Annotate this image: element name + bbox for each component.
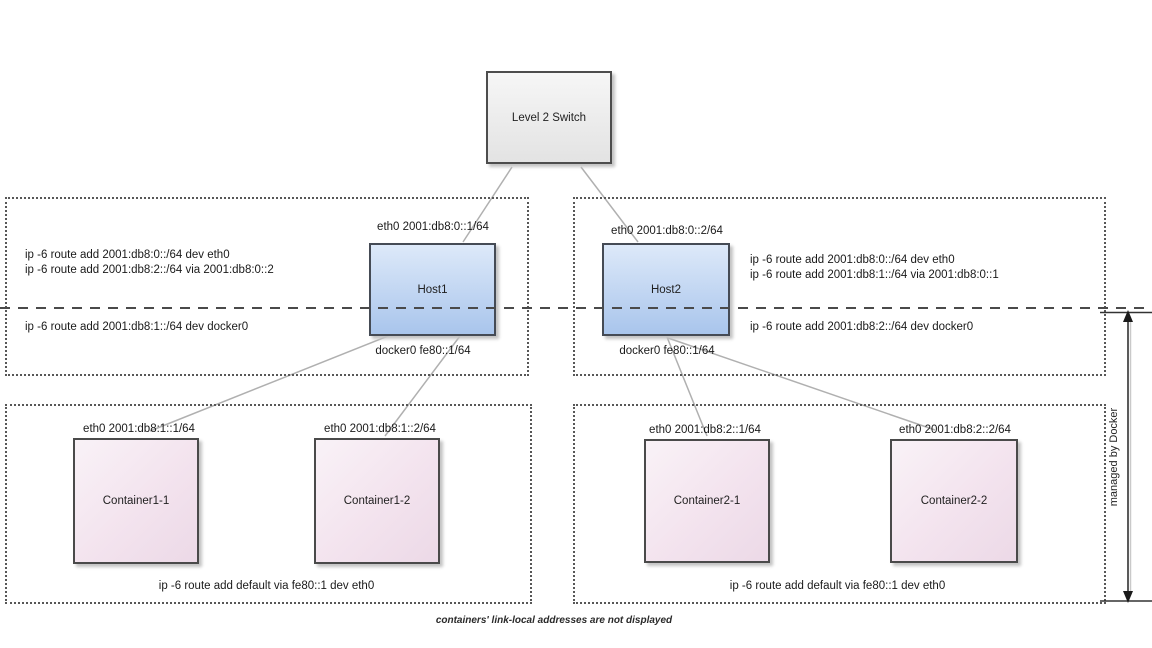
host1-region-frame xyxy=(5,197,529,376)
host2-eth0-label: eth0 2001:db8:0::2/64 xyxy=(611,225,723,237)
container2-1-label: Container2-1 xyxy=(673,495,741,507)
host2-region-frame xyxy=(573,197,1106,376)
container1-1-label: Container1-1 xyxy=(102,495,170,507)
container1-2-label: Container1-2 xyxy=(343,495,411,507)
container1-2-eth0-label: eth0 2001:db8:1::2/64 xyxy=(324,423,436,435)
host1-eth0-label: eth0 2001:db8:0::1/64 xyxy=(377,221,489,233)
route-line: ip -6 route add 2001:db8:1::/64 via 2001… xyxy=(750,268,999,281)
container2-2-label: Container2-2 xyxy=(920,495,988,507)
container2-2-eth0-label: eth0 2001:db8:2::2/64 xyxy=(899,424,1011,436)
host2-docker0-label: docker0 fe80::1/64 xyxy=(619,345,715,357)
container2-1-box: Container2-1 xyxy=(644,439,770,563)
container2-1-eth0-label: eth0 2001:db8:2::1/64 xyxy=(649,424,761,436)
containers2-region-frame xyxy=(573,404,1106,604)
containers2-default-route: ip -6 route add default via fe80::1 dev … xyxy=(729,580,946,592)
container1-1-box: Container1-1 xyxy=(73,438,199,564)
host1-label: Host1 xyxy=(417,283,448,296)
managed-arrowhead-down xyxy=(1123,591,1133,603)
route-line: ip -6 route add 2001:db8:2::/64 via 2001… xyxy=(25,263,274,276)
host1-box: Host1 xyxy=(369,243,496,336)
containers1-region-frame xyxy=(5,404,532,604)
host1-routes-above: ip -6 route add 2001:db8:0::/64 dev eth0… xyxy=(25,248,274,277)
footnote-caption: containers' link-local addresses are not… xyxy=(435,615,673,626)
host2-routes-below: ip -6 route add 2001:db8:2::/64 dev dock… xyxy=(750,320,973,335)
route-line: ip -6 route add 2001:db8:2::/64 dev dock… xyxy=(750,321,974,333)
host2-box: Host2 xyxy=(602,243,730,336)
route-line: ip -6 route add 2001:db8:0::/64 dev eth0 xyxy=(750,254,955,266)
host2-routes-above: ip -6 route add 2001:db8:0::/64 dev eth0… xyxy=(750,253,999,282)
managed-arrowhead-up xyxy=(1123,310,1133,322)
container1-1-eth0-label: eth0 2001:db8:1::1/64 xyxy=(83,423,195,435)
container2-2-box: Container2-2 xyxy=(890,439,1018,563)
host1-routes-below: ip -6 route add 2001:db8:1::/64 dev dock… xyxy=(25,320,248,335)
route-line: ip -6 route add 2001:db8:0::/64 dev eth0 xyxy=(25,249,230,261)
host2-label: Host2 xyxy=(650,283,682,296)
containers1-default-route: ip -6 route add default via fe80::1 dev … xyxy=(158,580,375,592)
managed-by-docker-label: managed by Docker xyxy=(1108,407,1120,507)
host1-docker0-label: docker0 fe80::1/64 xyxy=(375,345,471,357)
container1-2-box: Container1-2 xyxy=(314,438,440,564)
level2-switch-label: Level 2 Switch xyxy=(511,111,587,124)
route-line: ip -6 route add 2001:db8:1::/64 dev dock… xyxy=(25,321,249,333)
level2-switch-box: Level 2 Switch xyxy=(486,71,612,164)
